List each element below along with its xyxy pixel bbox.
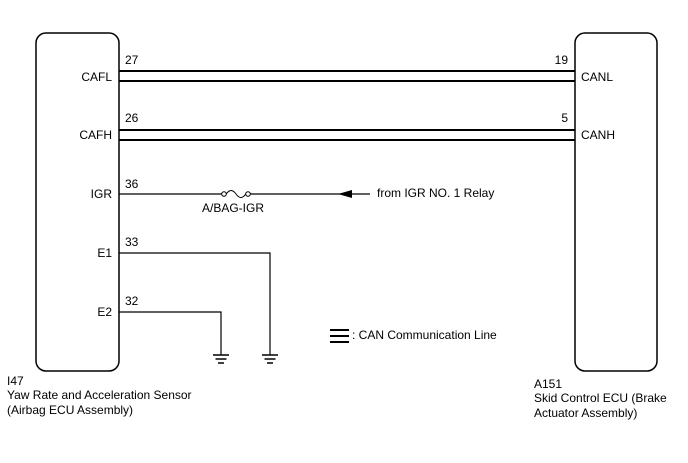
ground-icon-e1 [262,354,278,364]
left-ecu-name-line1: Yaw Rate and Acceleration Sensor [7,388,192,402]
pin-number-33: 33 [125,235,139,249]
pin-label-e1: E1 [97,246,112,260]
left-ecu-code: I47 [7,374,24,388]
legend-can-line-symbol [330,329,349,343]
pin-label-igr: IGR [90,187,112,201]
right-ecu-name-line2: Actuator Assembly) [534,406,638,420]
left-ecu-name-line2: (Airbag ECU Assembly) [7,403,134,417]
fuse-label: A/BAG-IGR [202,201,265,215]
can-l-line [119,70,575,82]
pin-label-canh: CANH [581,128,616,142]
can-h-line [119,129,575,141]
igr-source-label: from IGR NO. 1 Relay [377,186,495,200]
pin-label-cafl: CAFL [81,70,112,84]
pin-number-19: 19 [554,53,568,67]
pin-label-cafh: CAFH [79,128,112,142]
left-ecu-box [35,32,120,372]
arrow-icon [338,190,352,198]
e2-wire [119,311,222,355]
pin-label-e2: E2 [97,305,112,319]
right-ecu-code: A151 [534,377,563,391]
right-ecu-name-line1: Skid Control ECU (Brake [534,391,667,405]
pin-number-36: 36 [125,177,139,191]
pin-label-canl: CANL [581,70,614,84]
pin-number-5: 5 [561,111,568,125]
right-ecu-box [574,32,658,372]
pin-number-32: 32 [125,294,139,308]
ground-icon-e2 [213,354,229,364]
e1-wire [119,252,271,355]
legend-text: : CAN Communication Line [352,328,497,342]
pin-number-26: 26 [125,111,139,125]
pin-number-27: 27 [125,53,139,67]
fuse-icon [221,190,251,198]
